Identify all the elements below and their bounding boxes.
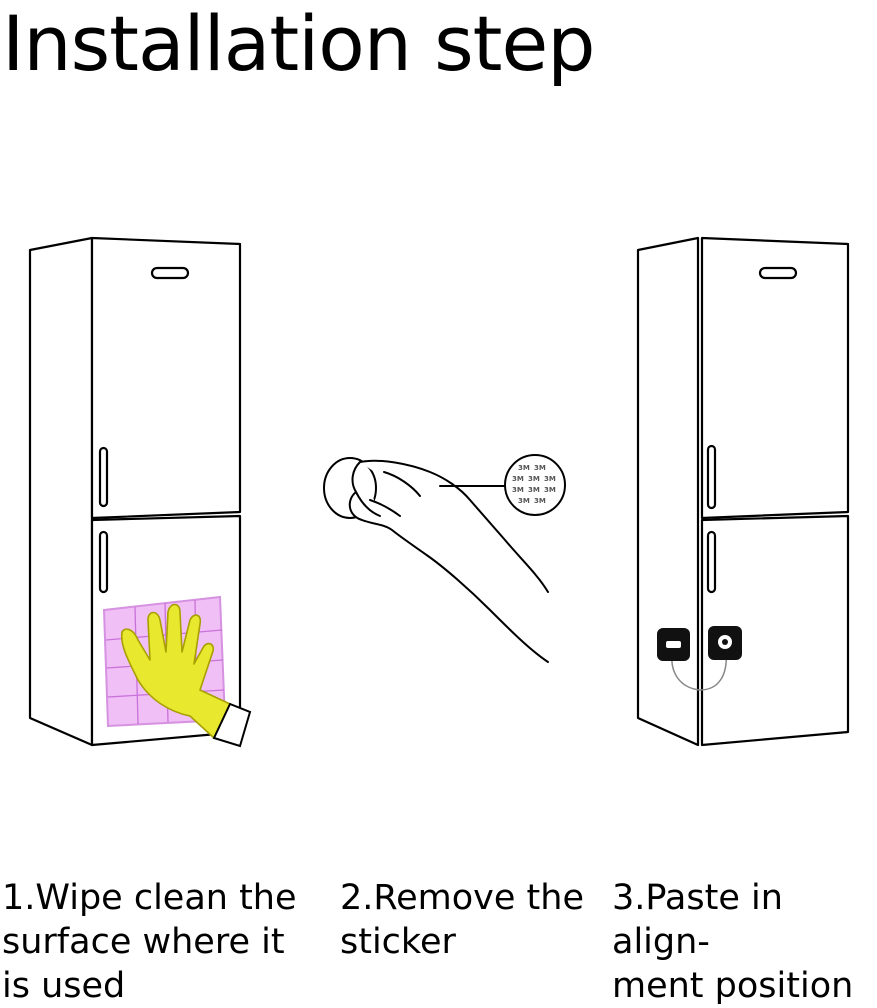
svg-text:3M: 3M (528, 475, 540, 483)
step-1-caption: 1.Wipe clean the surface where it is use… (2, 878, 297, 1006)
hand-peeling-sticker-icon (323, 457, 549, 663)
svg-text:3M: 3M (544, 475, 556, 483)
svg-text:3M: 3M (518, 464, 530, 472)
svg-text:3M: 3M (518, 497, 530, 505)
svg-text:3M: 3M (512, 486, 524, 494)
svg-text:3M: 3M (534, 464, 546, 472)
fridge-icon-step3 (636, 236, 850, 747)
step-3-caption: 3.Paste in align- ment position (612, 878, 854, 1006)
fridge-lock-icon (657, 626, 742, 691)
step-2-caption: 2.Remove the sticker (340, 878, 584, 962)
glove-icon (120, 603, 231, 739)
svg-text:3M: 3M (534, 497, 546, 505)
arm-sleeve-icon (212, 702, 252, 748)
svg-text:3M: 3M (512, 475, 524, 483)
svg-text:3M: 3M (528, 486, 540, 494)
svg-text:3M: 3M (544, 486, 556, 494)
page-title: Installation step (2, 0, 595, 88)
adhesive-sticker-icon: 3M 3M 3M 3M 3M 3M 3M 3M 3M 3M (504, 454, 566, 516)
